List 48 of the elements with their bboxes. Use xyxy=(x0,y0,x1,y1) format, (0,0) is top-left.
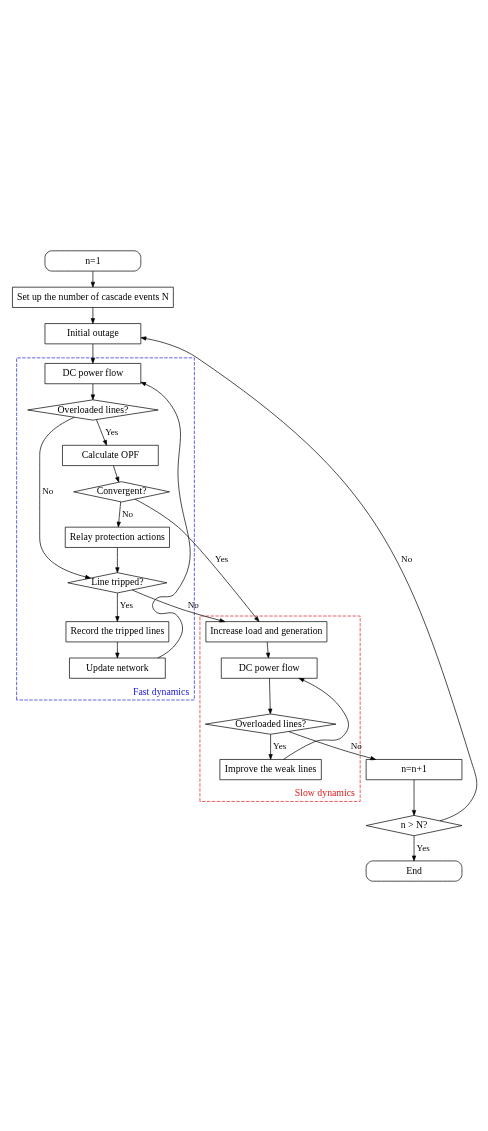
arrow xyxy=(131,589,226,622)
arrow xyxy=(39,416,91,579)
node-diamond: Convergent? xyxy=(73,480,170,502)
node-box: Update network xyxy=(69,657,166,679)
arrow xyxy=(411,835,417,861)
edge-label: Yes xyxy=(416,842,430,853)
edge-label: Yes xyxy=(119,599,134,610)
node-box: Record the tripped lines xyxy=(65,620,170,642)
arrow xyxy=(115,546,120,573)
node-box: Initial outage xyxy=(44,322,142,344)
arrow xyxy=(115,592,120,622)
arrow xyxy=(134,498,260,622)
node-diamond: n > N? xyxy=(365,814,463,836)
arrow xyxy=(113,464,120,482)
arrow xyxy=(90,383,95,400)
arrow xyxy=(140,381,191,658)
edge-label: Yes xyxy=(273,740,287,751)
node-box: Increase load and generation xyxy=(205,620,328,642)
arrow xyxy=(116,501,122,527)
arrow xyxy=(96,418,107,446)
node-box: Improve the weak lines xyxy=(219,758,322,780)
arrow xyxy=(115,641,120,658)
arrow xyxy=(90,270,95,287)
arrow xyxy=(266,641,271,658)
node-box: End xyxy=(365,860,463,882)
edge-label: No xyxy=(42,485,54,496)
node-box: Relay protection actions xyxy=(64,526,170,548)
node-box: n=1 xyxy=(44,249,142,271)
edge-label: Yes xyxy=(105,426,119,437)
edge-label: No xyxy=(401,553,413,564)
arrow xyxy=(283,677,349,760)
node-box: DC power flow xyxy=(44,362,142,384)
node-box: Set up the number of cascade events N xyxy=(12,286,174,308)
arrow xyxy=(268,733,273,760)
node-box: DC power flow xyxy=(220,657,318,679)
edge-label: No xyxy=(350,740,362,751)
arrow xyxy=(90,306,95,324)
node-diamond: Overloaded lines? xyxy=(27,398,159,420)
edge-label: Yes xyxy=(215,553,229,564)
arrow xyxy=(288,730,376,760)
arrow xyxy=(411,778,417,816)
node-diamond: Overloaded lines? xyxy=(205,713,337,735)
arrow xyxy=(268,677,273,714)
node-box: Calculate OPF xyxy=(62,444,159,466)
node-box: n=n+1 xyxy=(365,758,463,780)
arrow xyxy=(140,335,478,821)
arrow xyxy=(90,343,95,364)
edge-label: No xyxy=(121,508,134,519)
